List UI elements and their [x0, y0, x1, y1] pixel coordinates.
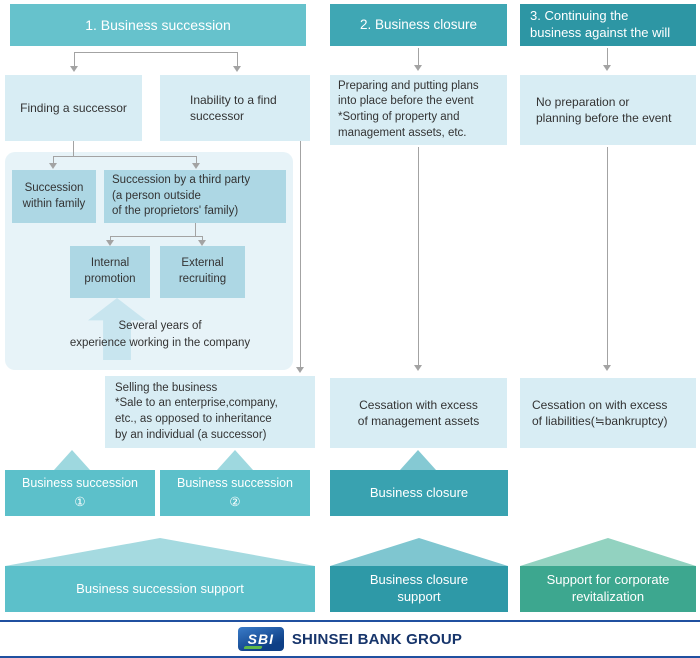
connector-line	[74, 52, 238, 53]
header-business-succession: 1. Business succession	[10, 4, 306, 46]
arrow-down-icon	[603, 65, 611, 71]
connector-line	[110, 236, 111, 241]
connector-line	[237, 52, 238, 66]
connector-line	[607, 48, 608, 66]
connector-line	[73, 141, 74, 157]
connector-line	[53, 156, 54, 164]
box-no-preparation: No preparation or planning before the ev…	[520, 75, 696, 145]
footer-brand-bar: SBI SHINSEI BANK GROUP	[0, 620, 700, 658]
arrow-down-icon	[70, 66, 78, 72]
box-finding-successor: Finding a successor	[5, 75, 142, 141]
box-cessation-liabilities: Cessation on with excess of liabilities(…	[520, 378, 696, 448]
arrow-up-icon	[400, 450, 436, 470]
banner-business-closure-support: Business closure support	[330, 566, 508, 612]
banner-roof	[520, 538, 696, 566]
arrow-down-icon	[414, 365, 422, 371]
arrow-down-icon	[192, 163, 200, 169]
sbi-logo-accent	[243, 646, 263, 649]
connector-line	[196, 156, 197, 164]
box-business-succession-1: Business succession ①	[5, 470, 155, 516]
box-succession-third-party: Succession by a third party (a person ou…	[104, 170, 286, 223]
connector-line	[195, 223, 196, 237]
box-preparing-plans: Preparing and putting plans into place b…	[330, 75, 507, 145]
arrow-down-icon	[296, 367, 304, 373]
experience-caption: Several years of experience working in t…	[69, 320, 251, 349]
arrow-down-icon	[49, 163, 57, 169]
banner-roof	[5, 538, 315, 566]
header-business-closure: 2. Business closure	[330, 4, 507, 46]
arrow-down-icon	[603, 365, 611, 371]
banner-corporate-revitalization-support: Support for corporate revitalization	[520, 566, 696, 612]
box-cessation-management-assets: Cessation with excess of management asse…	[330, 378, 507, 448]
connector-line	[110, 236, 202, 237]
arrow-down-icon	[233, 66, 241, 72]
banner-roof	[330, 538, 508, 566]
sbi-logo-text: SBI	[247, 631, 275, 647]
sbi-logo: SBI	[237, 627, 284, 651]
box-internal-promotion: Internal promotion	[70, 246, 150, 298]
box-selling-business: Selling the business *Sale to an enterpr…	[105, 376, 315, 448]
box-inability-find-successor: Inability to a find successor	[160, 75, 310, 141]
arrow-down-icon	[198, 240, 206, 246]
connector-line	[53, 156, 196, 157]
brand-name: SHINSEI BANK GROUP	[291, 630, 463, 648]
connector-line	[607, 147, 608, 366]
box-external-recruiting: External recruiting	[160, 246, 245, 298]
box-succession-within-family: Succession within family	[12, 170, 96, 223]
banner-business-succession-support: Business succession support	[5, 566, 315, 612]
arrow-up-icon	[217, 450, 253, 470]
header-continuing-business: 3. Continuing the business against the w…	[520, 4, 696, 46]
connector-line	[418, 48, 419, 66]
connector-line	[202, 236, 203, 241]
box-business-succession-2: Business succession ②	[160, 470, 310, 516]
arrow-up-icon	[54, 450, 90, 470]
arrow-down-icon	[414, 65, 422, 71]
box-business-closure-result: Business closure	[330, 470, 508, 516]
arrow-down-icon	[106, 240, 114, 246]
connector-line	[300, 141, 301, 368]
connector-line	[74, 52, 75, 66]
connector-line	[418, 147, 419, 366]
